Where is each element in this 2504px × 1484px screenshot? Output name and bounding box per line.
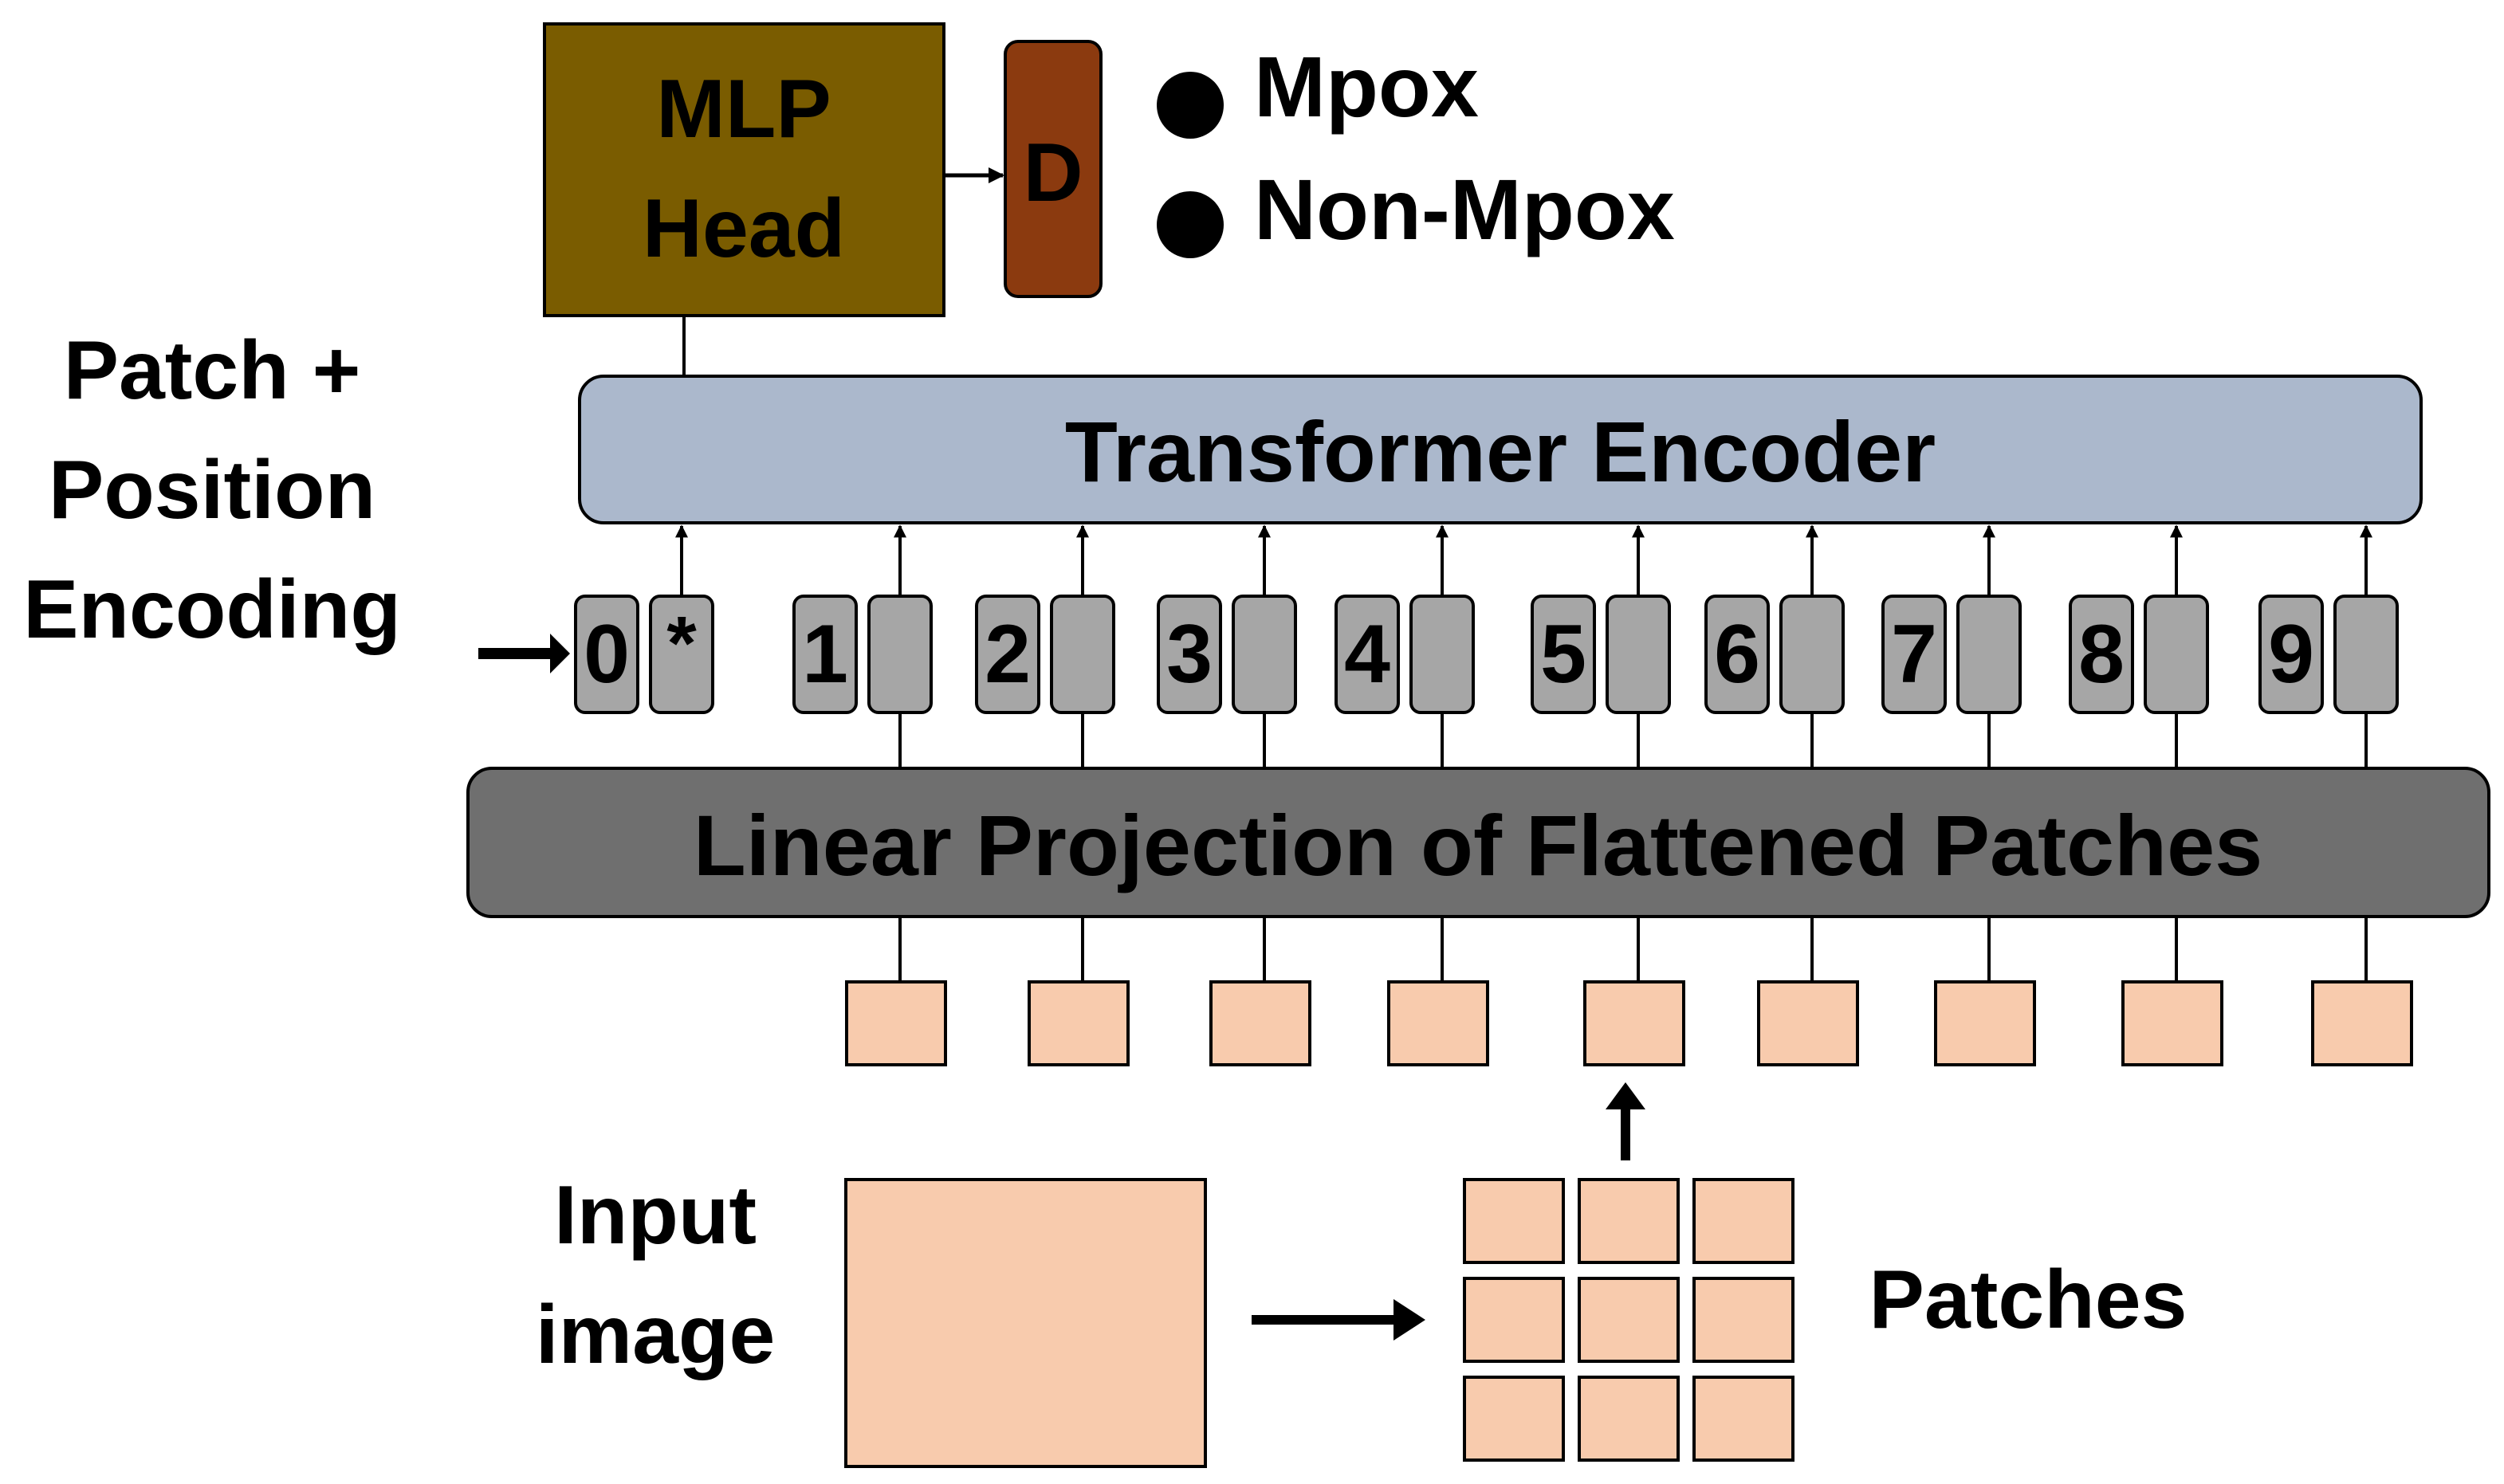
position-token-label: 1 <box>802 608 848 701</box>
transformer-encoder: Transformer Encoder <box>578 375 2423 524</box>
embedding-token-box <box>2333 595 2399 714</box>
position-token-label: 2 <box>985 608 1031 701</box>
arrow-right-icon <box>1394 1299 1425 1341</box>
position-token-label: 4 <box>1344 608 1390 701</box>
position-token-label: 6 <box>1714 608 1760 701</box>
embedding-token <box>1779 524 1845 768</box>
class-token-symbol: * <box>666 601 697 686</box>
embedding-token: * <box>649 524 714 714</box>
position-token: 1 <box>792 595 858 714</box>
image-patch <box>1463 1277 1565 1363</box>
embedding-token-box <box>1232 595 1297 714</box>
flattened-patch <box>2311 980 2413 1066</box>
position-token: 7 <box>1881 595 1947 714</box>
image-patch <box>1463 1376 1565 1462</box>
embedding-token <box>2144 524 2209 768</box>
position-token-box <box>574 595 639 714</box>
bullet-icon <box>1157 191 1224 258</box>
decision-block: D <box>1004 40 1103 298</box>
embedding-token <box>1050 524 1115 768</box>
image-patch <box>1463 1178 1565 1264</box>
position-token: 2 <box>975 595 1040 714</box>
position-token-box <box>975 595 1040 714</box>
class-mpox: Mpox <box>1254 38 1479 135</box>
flattened-patch <box>1757 980 1859 1066</box>
image-patch <box>1578 1277 1680 1363</box>
embedding-token-box <box>1050 595 1115 714</box>
class-list: Mpox Non-Mpox <box>1157 38 1675 258</box>
arrow-right-icon <box>550 634 570 673</box>
embedding-token-box <box>1956 595 2022 714</box>
position-token-box <box>1531 595 1596 714</box>
image-patch <box>1578 1178 1680 1264</box>
position-encoding-line-3: Encoding <box>23 563 401 656</box>
position-token-box <box>1881 595 1947 714</box>
position-token: 8 <box>2069 595 2134 714</box>
position-token-box <box>792 595 858 714</box>
position-token-box <box>1157 595 1222 714</box>
image-patch <box>1578 1376 1680 1462</box>
arrow-up-icon <box>1606 1082 1645 1109</box>
position-token: 4 <box>1335 595 1400 714</box>
position-token: 0 <box>574 595 639 714</box>
position-token: 6 <box>1704 595 1770 714</box>
embedding-token-box <box>2144 595 2209 714</box>
position-token-box <box>2069 595 2134 714</box>
input-image: Input image <box>536 1169 1207 1468</box>
input-image-label-2: image <box>536 1289 776 1381</box>
position-token-box <box>1335 595 1400 714</box>
embedding-token <box>1606 524 1671 768</box>
position-token-label: 8 <box>2078 608 2125 701</box>
position-encoding-line-2: Position <box>49 444 375 536</box>
embedding-token-box <box>867 595 933 714</box>
embedding-token <box>1409 524 1475 768</box>
embedding-token <box>867 524 933 768</box>
position-token-label: 3 <box>1166 608 1213 701</box>
transformer-encoder-label: Transformer Encoder <box>1065 403 1936 500</box>
mlp-head-label-1: MLP <box>656 63 831 155</box>
flattened-patch <box>1934 980 2036 1066</box>
position-token: 5 <box>1531 595 1596 714</box>
image-patch <box>1692 1178 1794 1264</box>
token-row: 0 * 1 2 3 4 5 6 7 8 9 <box>574 524 2399 768</box>
flattened-patch <box>845 980 947 1066</box>
flattened-patch <box>1209 980 1311 1066</box>
position-token: 3 <box>1157 595 1222 714</box>
flattened-patch <box>1387 980 1489 1066</box>
embedding-token <box>1956 524 2022 768</box>
bullet-icon <box>1157 72 1224 139</box>
position-encoding-label: Patch + Position Encoding <box>23 324 401 656</box>
patch-grid <box>1463 1178 1794 1462</box>
flattened-patch <box>2121 980 2223 1066</box>
class-non-mpox: Non-Mpox <box>1254 161 1675 257</box>
position-token: 9 <box>2258 595 2324 714</box>
position-token-label: 0 <box>584 608 630 701</box>
image-patch <box>1692 1277 1794 1363</box>
position-token-label: 9 <box>2268 608 2314 701</box>
image-patch <box>1692 1376 1794 1462</box>
input-image-label-1: Input <box>554 1169 757 1262</box>
embedding-token-box <box>1409 595 1475 714</box>
flattened-patch-row <box>845 917 2413 1066</box>
mlp-head-label-2: Head <box>643 183 845 275</box>
flattened-patch <box>1028 980 1130 1066</box>
embedding-token-box <box>1779 595 1845 714</box>
decision-label: D <box>1023 127 1083 219</box>
embedding-token-box <box>1606 595 1671 714</box>
patches-label: Patches <box>1869 1254 2188 1346</box>
mlp-head: MLP Head <box>543 22 945 317</box>
embedding-token <box>1232 524 1297 768</box>
position-token-label: 7 <box>1891 608 1937 701</box>
linear-projection-label: Linear Projection of Flattened Patches <box>694 797 2262 893</box>
position-encoding-line-1: Patch + <box>64 324 361 417</box>
position-token-box <box>2258 595 2324 714</box>
position-token-label: 5 <box>1540 608 1586 701</box>
embedding-token <box>2333 524 2399 768</box>
position-token-box <box>1704 595 1770 714</box>
flattened-patch <box>1583 980 1685 1066</box>
linear-projection: Linear Projection of Flattened Patches <box>466 767 2490 918</box>
